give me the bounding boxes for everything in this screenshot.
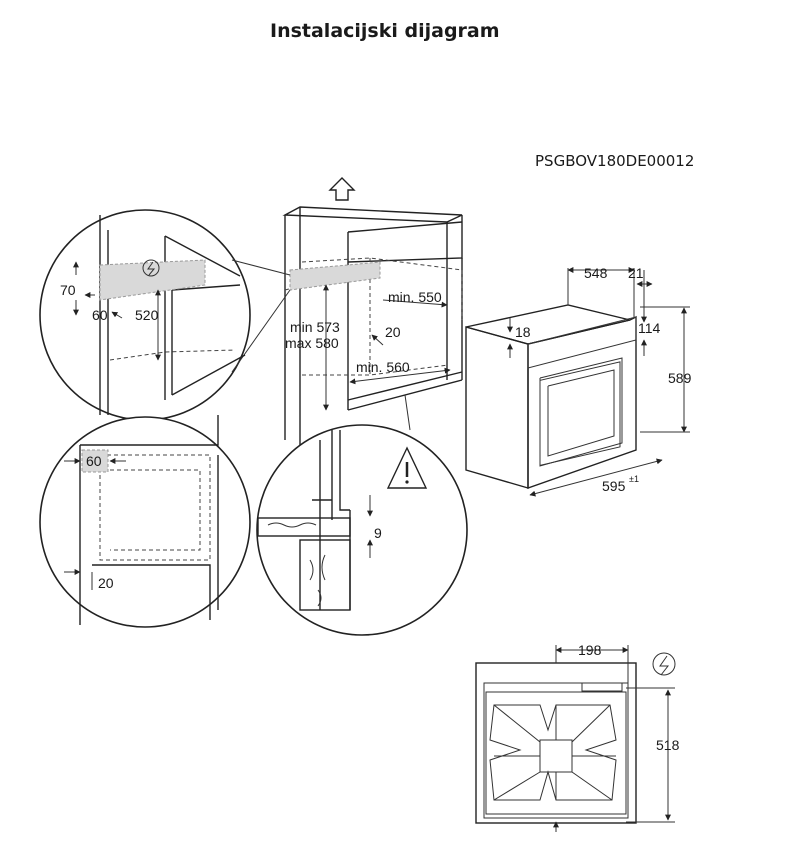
oven-rear-view xyxy=(475,645,676,832)
page-title: Instalacijski dijagram xyxy=(270,20,500,42)
power-icon-rear xyxy=(652,652,676,676)
dim-548: 548 xyxy=(584,265,608,281)
dim-20a: 20 xyxy=(385,324,401,340)
power-icon xyxy=(142,259,160,277)
dim-min560: min. 560 xyxy=(356,359,410,375)
detail-circle-center xyxy=(256,394,468,636)
detail-circle-top xyxy=(39,209,291,421)
dim-589: 589 xyxy=(668,370,692,386)
detail-circle-bottom xyxy=(39,415,251,628)
dim-min573: min 573 xyxy=(290,319,340,335)
dim-595-tolerance: ±1 xyxy=(629,474,639,484)
dim-min550: min. 550 xyxy=(388,289,442,305)
dim-595: 595 xyxy=(602,478,626,494)
dim-60b: 60 xyxy=(86,453,102,469)
cabinet-drawing xyxy=(282,177,463,470)
dim-520: 520 xyxy=(135,307,159,323)
dim-21: 21 xyxy=(628,265,644,281)
dim-518: 518 xyxy=(656,737,680,753)
oven-drawing xyxy=(465,267,690,497)
up-arrow-icon xyxy=(328,177,356,201)
warning-icon xyxy=(386,446,428,489)
dim-max580: max 580 xyxy=(285,335,339,351)
dim-70: 70 xyxy=(60,282,76,298)
dim-114: 114 xyxy=(638,320,661,336)
dim-9: 9 xyxy=(374,525,382,541)
dim-60a: 60 xyxy=(92,307,108,323)
dim-20b: 20 xyxy=(98,575,114,591)
dim-18: 18 xyxy=(515,324,531,340)
dim-198: 198 xyxy=(578,642,602,658)
diagram-code: PSGBOV180DE00012 xyxy=(535,152,695,170)
